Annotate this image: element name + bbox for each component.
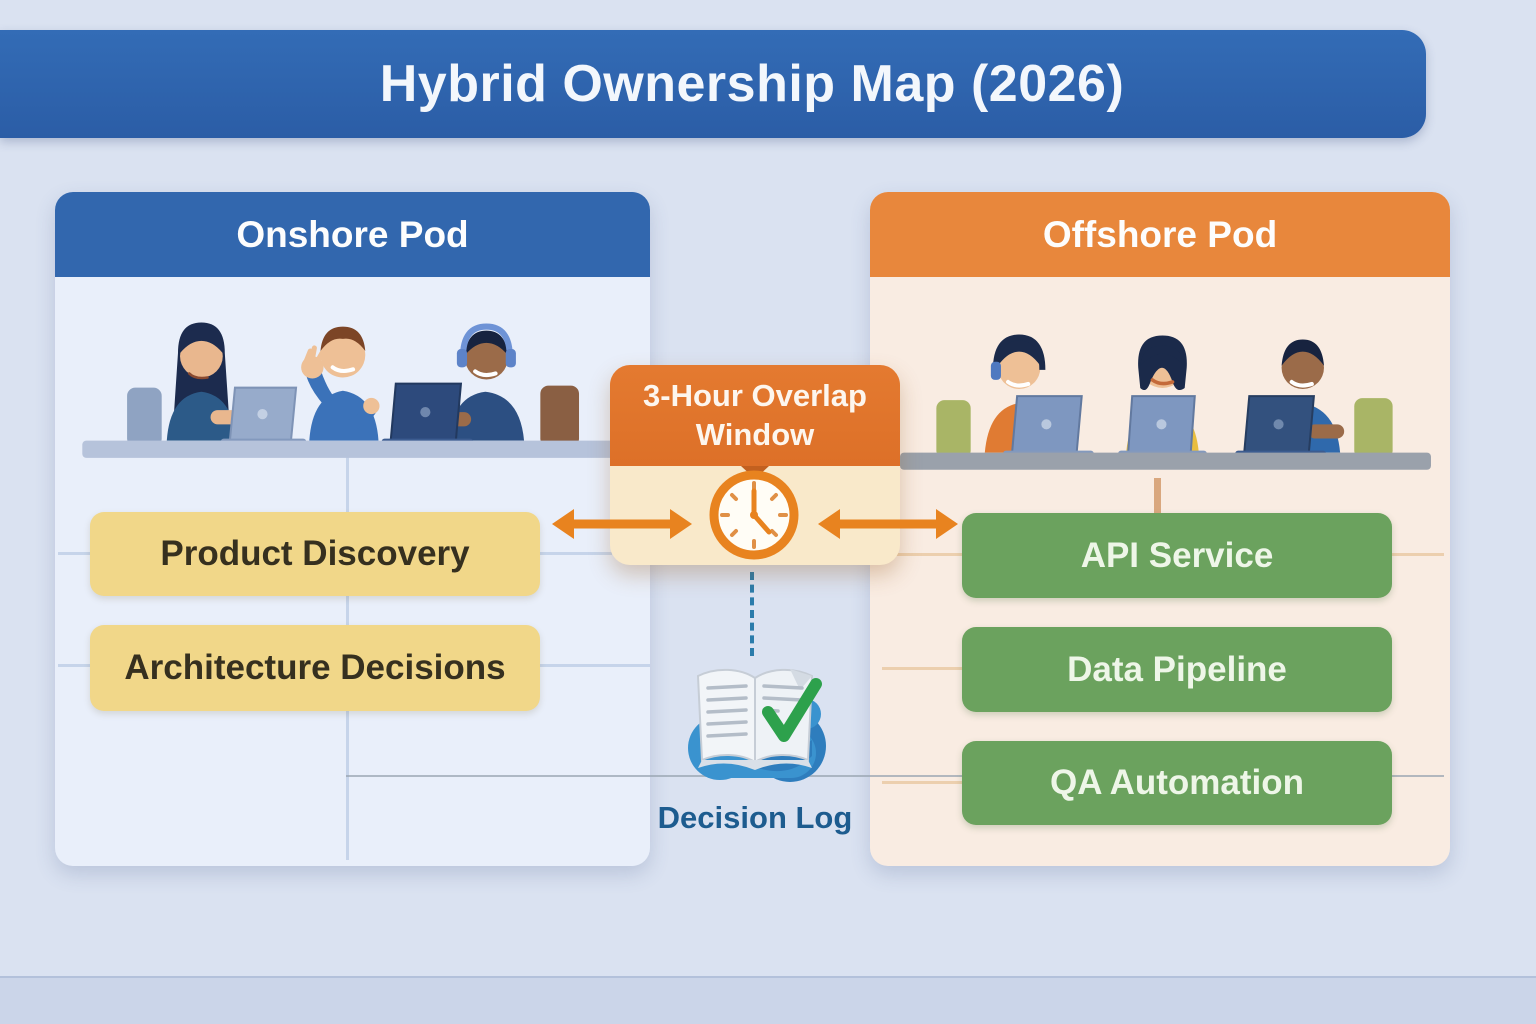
offshore-pod-header: Offshore Pod xyxy=(870,192,1450,277)
onshore-task-product-discovery: Product Discovery xyxy=(90,512,540,596)
onshore-connector xyxy=(58,552,90,555)
onshore-connector xyxy=(58,664,90,667)
offshore-task-data-pipeline: Data Pipeline xyxy=(962,627,1392,712)
offshore-connector xyxy=(882,553,962,556)
task-label: Product Discovery xyxy=(160,534,470,573)
task-label: QA Automation xyxy=(1049,763,1305,802)
offshore-team-illustration xyxy=(900,334,1431,470)
clock-icon xyxy=(709,470,799,560)
onshore-to-overlap-connector xyxy=(540,552,612,555)
decision-log-label: Decision Log xyxy=(657,800,853,835)
offshore-task-qa-automation: QA Automation xyxy=(962,741,1392,825)
onshore-pod-header: Onshore Pod xyxy=(55,192,650,277)
double-arrow-icon xyxy=(818,509,958,539)
offshore-task-api-service: API Service xyxy=(962,513,1392,598)
task-label: Data Pipeline xyxy=(1067,649,1287,689)
offshore-connector xyxy=(882,781,962,784)
overlap-window-title: 3-Hour Overlap Window xyxy=(610,365,900,466)
book-check-icon xyxy=(688,668,826,782)
onshore-task-architecture-decisions: Architecture Decisions xyxy=(90,625,540,711)
onshore-team-illustration xyxy=(82,322,618,458)
offshore-desk-connector xyxy=(1154,478,1161,515)
overlap-to-log-dashed-line xyxy=(750,572,754,656)
floor-band xyxy=(0,976,1536,1024)
title-banner: Hybrid Ownership Map (2026) xyxy=(0,30,1426,138)
offshore-connector xyxy=(1392,553,1444,556)
onshore-connector xyxy=(540,664,650,667)
double-arrow-icon xyxy=(552,509,692,539)
offshore-connector xyxy=(882,667,962,670)
task-label: API Service xyxy=(1080,535,1274,575)
page-title: Hybrid Ownership Map (2026) xyxy=(379,55,1125,113)
task-label: Architecture Decisions xyxy=(124,648,506,687)
cross-panel-connector xyxy=(346,775,1444,777)
